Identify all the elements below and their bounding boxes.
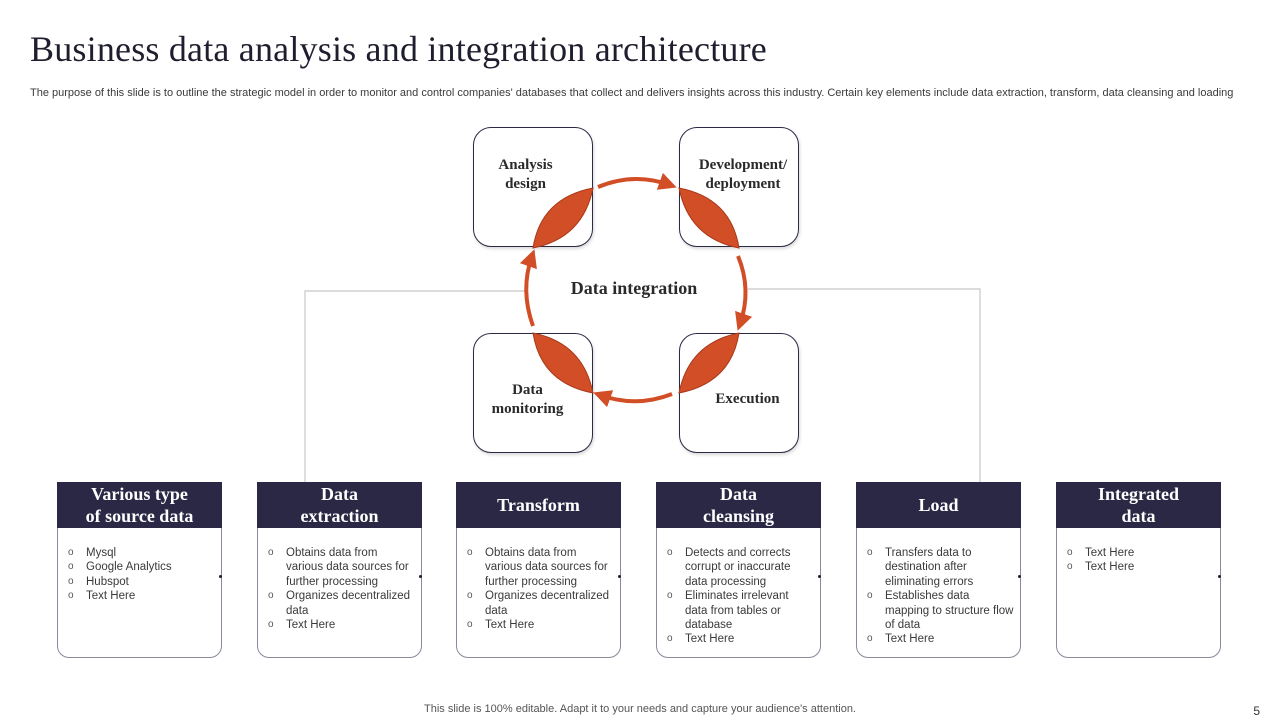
stage-item: Text Here — [68, 589, 215, 604]
stage-item: Hubspot — [68, 575, 215, 590]
stage-header: Data extraction — [257, 482, 422, 528]
card-dot — [1218, 575, 1221, 578]
stage-card: MysqlGoogle AnalyticsHubspotText Here — [57, 528, 222, 658]
stage-item: Transfers data to destination after elim… — [867, 546, 1014, 589]
card-dot — [1018, 575, 1021, 578]
stage-header: Load — [856, 482, 1021, 528]
stage-item: Text Here — [867, 632, 1014, 647]
stage-item: Eliminates irrelevant data from tables o… — [667, 589, 814, 632]
stage-header: Transform — [456, 482, 621, 528]
stage-item: Text Here — [1067, 546, 1214, 561]
stage-item: Text Here — [1067, 560, 1214, 575]
stage-header: Integrated data — [1056, 482, 1221, 528]
footer-note: This slide is 100% editable. Adapt it to… — [424, 703, 856, 715]
stage-card: Text HereText Here — [1056, 528, 1221, 658]
stage-item: Text Here — [268, 618, 415, 633]
card-dot — [419, 575, 422, 578]
stage-item: Google Analytics — [68, 560, 215, 575]
stage-item-list: Obtains data from various data sources f… — [457, 528, 620, 633]
card-dot — [618, 575, 621, 578]
card-dot — [219, 575, 222, 578]
stage-card: Obtains data from various data sources f… — [456, 528, 621, 658]
stage-card: Transfers data to destination after elim… — [856, 528, 1021, 658]
page-number: 5 — [1253, 704, 1260, 718]
stage-item: Organizes decentralized data — [268, 589, 415, 618]
stage-item: Establishes data mapping to structure fl… — [867, 589, 1014, 632]
cycle-label-data-monitoring: Data monitoring — [491, 382, 564, 417]
cycle-label-analysis-design: Analysis design — [498, 157, 553, 192]
stage-item-list: Obtains data from various data sources f… — [258, 528, 421, 633]
stage-item-list: Transfers data to destination after elim… — [857, 528, 1020, 647]
stage-item: Obtains data from various data sources f… — [467, 546, 614, 589]
stage-item: Text Here — [467, 618, 614, 633]
stage-item-list: Detects and corrects corrupt or inaccura… — [657, 528, 820, 647]
stage-item: Text Here — [667, 632, 814, 647]
slide-title: Business data analysis and integration a… — [30, 29, 767, 69]
stage-card: Obtains data from various data sources f… — [257, 528, 422, 658]
slide-subtitle: The purpose of this slide is to outline … — [30, 87, 1234, 99]
card-dot — [818, 575, 821, 578]
stage-item-list: MysqlGoogle AnalyticsHubspotText Here — [58, 528, 221, 604]
stage-item: Obtains data from various data sources f… — [268, 546, 415, 589]
cycle-label-execution: Execution — [715, 391, 780, 407]
stage-item-list: Text HereText Here — [1057, 528, 1220, 575]
center-label-data-integration: Data integration — [570, 278, 698, 298]
stage-item: Organizes decentralized data — [467, 589, 614, 618]
stage-item: Detects and corrects corrupt or inaccura… — [667, 546, 814, 589]
stage-header: Data cleansing — [656, 482, 821, 528]
stage-card: Detects and corrects corrupt or inaccura… — [656, 528, 821, 658]
cycle-label-development-deployment: Development/ deployment — [698, 157, 788, 192]
stage-header: Various type of source data — [57, 482, 222, 528]
stage-item: Mysql — [68, 546, 215, 561]
